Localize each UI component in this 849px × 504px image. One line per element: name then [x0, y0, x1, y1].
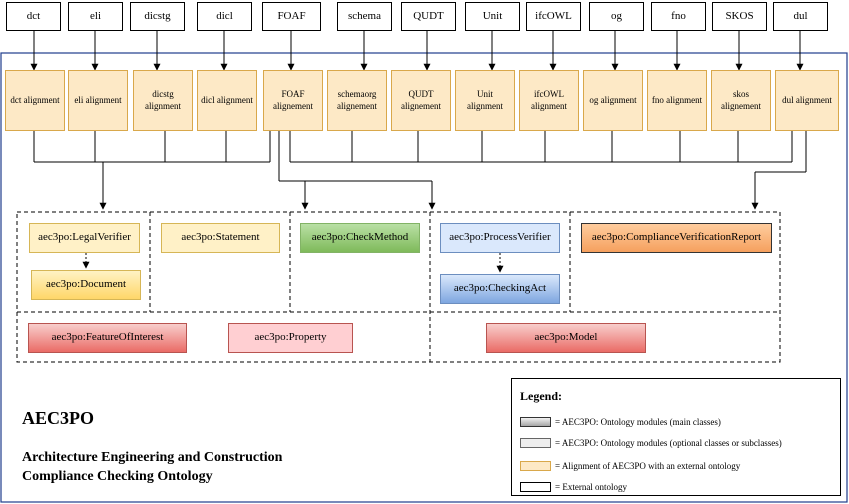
legend-title: Legend:	[520, 389, 562, 403]
legend-swatch-optional	[520, 438, 551, 448]
alignment-unit: Unit alignment	[455, 70, 515, 131]
alignment-og: og alignment	[583, 70, 643, 131]
external-ontology-eli: eli	[68, 2, 123, 31]
class-legal-verifier: aec3po:LegalVerifier	[29, 223, 140, 253]
legend-swatch-external	[520, 482, 551, 492]
alignment-ifcowl: ifcOWL alignment	[519, 70, 579, 131]
external-ontology-skos: SKOS	[712, 2, 767, 31]
legend-label-main: = AEC3PO: Ontology modules (main classes…	[555, 417, 721, 427]
external-ontology-og: og	[589, 2, 644, 31]
alignment-schemaorg: schemaorg alignement	[327, 70, 387, 131]
alignment-dct: dct alignment	[5, 70, 65, 131]
class-property: aec3po:Property	[228, 323, 353, 353]
alignment-dul: dul alignment	[775, 70, 839, 131]
ontology-frame	[0, 52, 848, 503]
external-arrows	[30, 31, 804, 71]
class-checking-act: aec3po:CheckingAct	[440, 274, 560, 304]
module-containers	[16, 211, 781, 363]
legend-panel: Legend: = AEC3PO: Ontology modules (main…	[511, 378, 841, 496]
class-model: aec3po:Model	[486, 323, 646, 353]
alignment-bus	[33, 131, 807, 210]
external-ontology-foaf: FOAF	[262, 2, 321, 31]
alignment-foaf: FOAF alignement	[263, 70, 323, 131]
legend-row-alignment: = Alignment of AEC3PO with an external o…	[520, 461, 740, 471]
diagram-subtitle-line2: Compliance Checking Ontology	[22, 469, 213, 484]
class-document: aec3po:Document	[31, 270, 141, 300]
class-feature-of-interest: aec3po:FeatureOfInterest	[28, 323, 187, 353]
alignment-dicstg: dicstg alignment	[133, 70, 193, 131]
alignment-qudt: QUDT alignement	[391, 70, 451, 131]
alignment-fno: fno alignment	[647, 70, 707, 131]
legend-row-optional: = AEC3PO: Ontology modules (optional cla…	[520, 438, 782, 448]
class-check-method: aec3po:CheckMethod	[300, 223, 420, 253]
legend-label-alignment: = Alignment of AEC3PO with an external o…	[555, 461, 741, 471]
class-compliance-verification-report: aec3po:ComplianceVerificationReport	[581, 223, 772, 253]
external-ontology-dct: dct	[6, 2, 61, 31]
class-process-verifier: aec3po:ProcessVerifier	[440, 223, 560, 253]
alignment-eli: eli alignment	[68, 70, 128, 131]
external-ontology-dicstg: dicstg	[130, 2, 185, 31]
external-ontology-dul: dul	[773, 2, 828, 31]
class-statement: aec3po:Statement	[161, 223, 280, 253]
external-ontology-schema: schema	[337, 2, 392, 31]
legend-row-external: = External ontology	[520, 482, 627, 492]
external-ontology-qudt: QUDT	[401, 2, 456, 31]
subclass-arrows	[82, 253, 504, 273]
legend-label-external: = External ontology	[555, 482, 628, 492]
legend-row-main: = AEC3PO: Ontology modules (main classes…	[520, 417, 721, 427]
diagram-subtitle-line1: Architecture Engineering and Constructio…	[22, 450, 283, 465]
external-ontology-ifcowl: ifcOWL	[526, 2, 581, 31]
legend-swatch-main	[520, 417, 551, 427]
legend-label-optional: = AEC3PO: Ontology modules (optional cla…	[555, 438, 782, 448]
diagram-title: AEC3PO	[22, 408, 94, 428]
external-ontology-dicl: dicl	[197, 2, 252, 31]
alignment-skos: skos alignement	[711, 70, 771, 131]
legend-swatch-alignment	[520, 461, 551, 471]
external-ontology-fno: fno	[651, 2, 706, 31]
alignment-dicl: dicl alignment	[197, 70, 257, 131]
external-ontology-unit: Unit	[465, 2, 520, 31]
